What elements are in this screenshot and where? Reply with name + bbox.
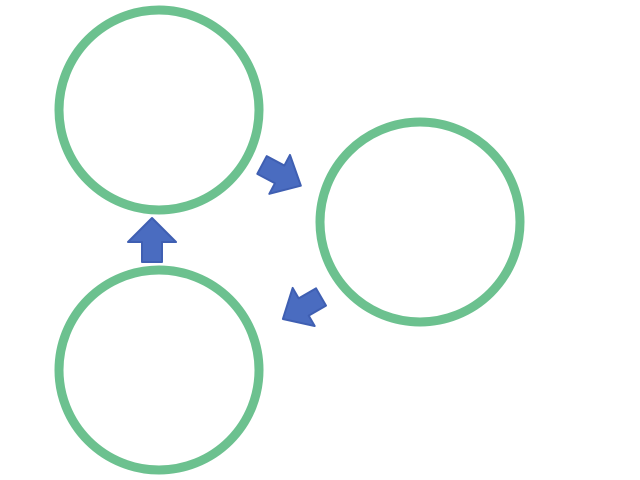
arrow-bottom-left-to-top-left [127,217,177,263]
node-top-left-circle [54,5,264,215]
arrow-top-left-to-right [256,153,302,195]
node-right-circle [315,117,525,327]
arrow-right-to-bottom-left [281,286,327,328]
node-bottom-left-circle [54,265,264,475]
